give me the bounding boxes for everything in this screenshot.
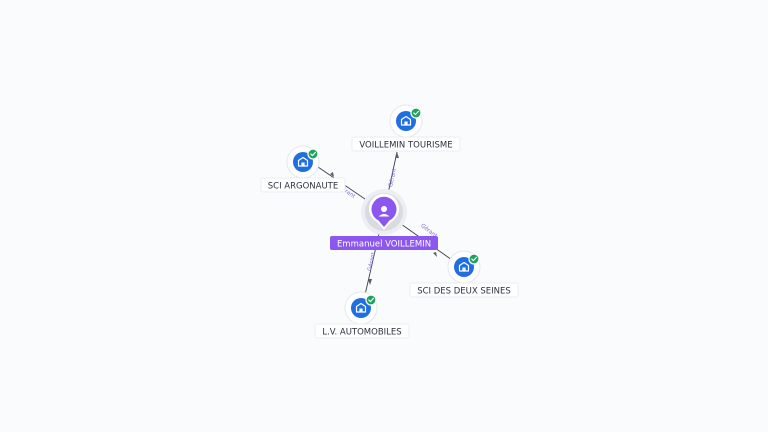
edge-arrow — [330, 172, 334, 177]
verified-check-icon — [410, 107, 422, 119]
edge-arrow — [433, 252, 437, 257]
building-icon — [458, 261, 470, 272]
building-icon — [355, 302, 367, 313]
company-name: SCI DES DEUX SEINES — [417, 287, 511, 297]
building-icon — [297, 156, 309, 167]
person-name: Emmanuel VOILLEMIN — [337, 240, 431, 250]
edge-arrow — [395, 152, 399, 158]
company-name: VOILLEMIN TOURISME — [359, 141, 452, 151]
building-icon — [400, 115, 412, 126]
company-name: L.V. AUTOMOBILES — [322, 328, 401, 338]
verified-check-icon — [307, 148, 319, 160]
edge-arrow — [368, 279, 372, 285]
verified-check-icon — [468, 253, 480, 265]
company-node-voillemin-tourisme[interactable]: VOILLEMIN TOURISME — [351, 104, 461, 152]
edge-label: Gérant — [387, 167, 398, 188]
verified-check-icon — [365, 294, 377, 306]
company-node-lv-automobiles[interactable]: L.V. AUTOMOBILES — [314, 291, 410, 339]
person-node[interactable]: Emmanuel VOILLEMIN — [330, 189, 438, 250]
company-node-sci-argonaute[interactable]: SCI ARGONAUTE — [260, 145, 346, 193]
edge-label: Gérant — [366, 251, 377, 272]
person-icon — [378, 206, 390, 217]
company-name: SCI ARGONAUTE — [268, 182, 339, 192]
company-node-sci-des-deux-seines[interactable]: SCI DES DEUX SEINES — [409, 250, 519, 298]
